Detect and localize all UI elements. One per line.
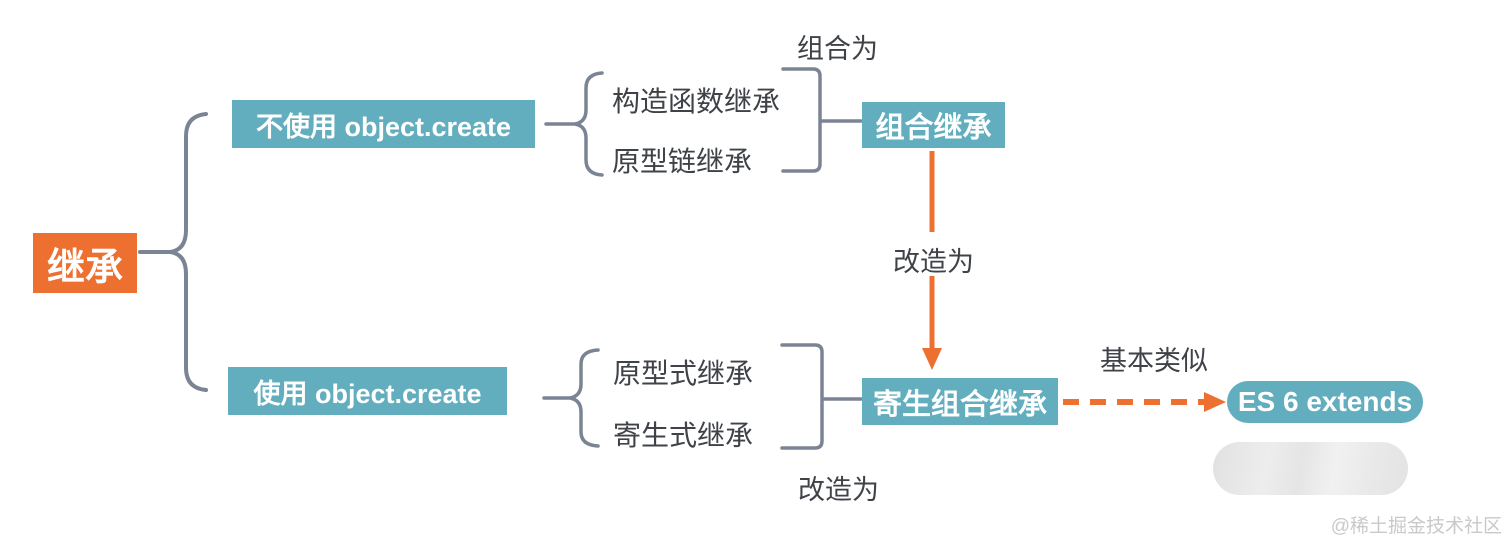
top-merge-bracket bbox=[781, 67, 863, 173]
label-combine-as: 组合为 bbox=[797, 34, 878, 64]
similar-arrow-icon bbox=[1063, 392, 1226, 412]
node-parasitic-combination-inheritance: 寄生组合继承 bbox=[862, 378, 1058, 425]
root-brace bbox=[138, 112, 208, 392]
label-refactor-as: 改造为 bbox=[798, 475, 879, 505]
item-parasitic-inheritance: 寄生式继承 bbox=[613, 420, 754, 451]
transform-arrow-icon bbox=[922, 151, 942, 370]
watermark-text: @稀土掘金技术社区 bbox=[1330, 516, 1502, 537]
node-es6-extends: ES 6 extends bbox=[1227, 381, 1423, 423]
label-transform-as: 改造为 bbox=[893, 247, 974, 277]
ghost-pill bbox=[1213, 442, 1408, 495]
top-items-brace bbox=[544, 71, 604, 177]
node-combination-inheritance: 组合继承 bbox=[862, 102, 1005, 148]
bottom-merge-bracket bbox=[780, 343, 863, 450]
item-prototypal-inheritance: 原型式继承 bbox=[613, 358, 754, 389]
item-constructor-inheritance: 构造函数继承 bbox=[612, 86, 781, 117]
item-prototype-chain-inheritance: 原型链继承 bbox=[612, 146, 753, 177]
node-with-object-create: 使用 object.create bbox=[228, 367, 507, 415]
bottom-items-brace bbox=[542, 348, 600, 448]
node-without-object-create: 不使用 object.create bbox=[232, 100, 535, 148]
label-basically-similar: 基本类似 bbox=[1100, 346, 1208, 376]
node-inheritance: 继承 bbox=[33, 233, 137, 293]
